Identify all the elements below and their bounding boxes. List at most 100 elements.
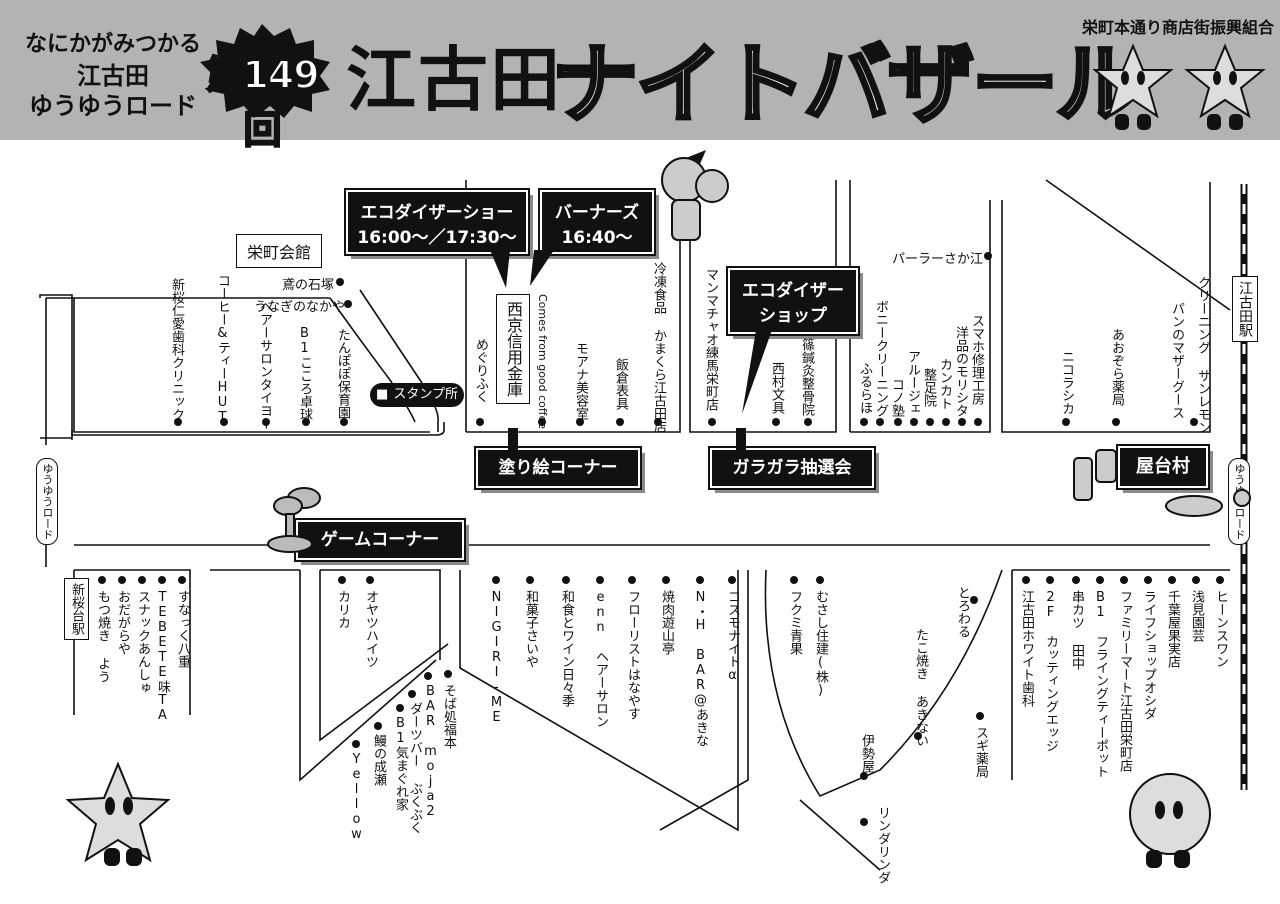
shop-marker xyxy=(1096,576,1104,584)
station-ekoda: 江古田駅 xyxy=(1232,276,1258,342)
ring-toss-icon xyxy=(267,487,321,553)
shop-marker xyxy=(910,418,918,426)
shop-label: B1こころ卓球 xyxy=(297,326,312,421)
shop-label: N・H BAR@あきな xyxy=(693,590,708,747)
shop-label: 鰻の成瀬 xyxy=(371,734,386,786)
shop-marker xyxy=(926,418,934,426)
shop-label: TEBETE味TA xyxy=(155,590,170,723)
shop-label: たこ焼き あきない xyxy=(913,628,928,747)
shop-label: すなっく八重 xyxy=(175,590,190,668)
shop-marker xyxy=(974,418,982,426)
stamp-station: ■ スタンプ所 xyxy=(370,383,464,407)
header-banner: なにかがみつかる 江古田 ゆうゆうロード 第149回 江古田 ナイトバザール 栄… xyxy=(0,0,1280,153)
hall-label: 栄町会館 xyxy=(236,234,323,268)
shop-marker xyxy=(628,576,636,584)
shop-marker xyxy=(790,576,798,584)
shop-label: おだがらや xyxy=(115,590,130,655)
shop-label: NIGIRI-ME xyxy=(489,590,504,725)
station-shinsakuradai: 新桜台駅 xyxy=(64,578,89,640)
shop-marker xyxy=(562,576,570,584)
shop-marker xyxy=(816,576,824,584)
shop-marker xyxy=(344,300,352,308)
tagline: なにかがみつかる xyxy=(24,32,201,57)
shop-label: enn ヘアーサロン xyxy=(593,590,608,728)
shop-marker xyxy=(976,712,984,720)
event-game: ゲームコーナー xyxy=(294,518,466,562)
edition-badge: 第149回 xyxy=(192,22,332,153)
shop-label: クリーニング サンレモン xyxy=(1195,276,1210,434)
shop-label: めぐりふく xyxy=(473,338,488,403)
event-burners: バーナーズ 16:40〜 xyxy=(538,188,656,256)
shop-marker xyxy=(1022,576,1030,584)
callout-pointers xyxy=(490,250,554,288)
event-burners-title: バーナーズ xyxy=(554,203,640,223)
shop-marker xyxy=(876,418,884,426)
shop-marker xyxy=(118,576,126,584)
event-food-village: 屋台村 xyxy=(1116,444,1210,490)
shop-label: B1 フライングティーポット xyxy=(1093,590,1108,778)
shop-label: たんぽぽ保育園 xyxy=(335,328,350,419)
shop-label: ライフショップオシダ xyxy=(1141,590,1156,720)
shop-label: アルージェ xyxy=(905,350,920,415)
shop-label: 浅見園芸 xyxy=(1189,590,1204,642)
shop-marker xyxy=(1192,576,1200,584)
shop-label: 江古田ホワイト歯科 xyxy=(1019,590,1034,707)
eco-shop-pointer xyxy=(742,330,772,414)
shop-marker xyxy=(1120,576,1128,584)
shop-marker xyxy=(772,418,780,426)
shop-marker xyxy=(1168,576,1176,584)
event-eco-shop-line2: ショップ xyxy=(759,306,827,326)
shop-marker xyxy=(340,418,348,426)
shop-label: コスモナイトα xyxy=(725,590,740,683)
shop-label: リンダリンダ xyxy=(875,806,890,884)
shop-label: ふるらほ xyxy=(857,362,872,414)
road-sign-left: ゆうゆうロード xyxy=(36,458,58,545)
round-mascot-right-icon xyxy=(1129,773,1211,868)
page-title: ナイトバザール xyxy=(550,33,1144,137)
shop-label: カリカ xyxy=(335,590,350,629)
organizer: 栄町本通り商店街振興組合 xyxy=(1081,18,1274,37)
shop-marker xyxy=(444,670,452,678)
shop-label: コノ塾 xyxy=(889,378,904,417)
shop-label: ヘアーサロンタイヨー xyxy=(257,300,272,430)
shop-marker xyxy=(1216,576,1224,584)
shop-marker xyxy=(408,690,416,698)
shop-marker xyxy=(178,576,186,584)
shop-label: スナックあんしゅ xyxy=(135,590,150,694)
shop-label: 篠鍼灸整骨院 xyxy=(799,338,814,416)
stamp-icon: ■ xyxy=(376,387,389,402)
shop-label: ファミリーマート江古田栄町店 xyxy=(1117,590,1132,772)
shop-label: カンカト xyxy=(937,358,952,410)
shop-marker xyxy=(526,576,534,584)
shop-label: 2F カッティングエッジ xyxy=(1043,590,1058,752)
coloring-pointer xyxy=(508,428,518,450)
shop-label: 焼肉遊山亭 xyxy=(659,590,674,655)
shop-label: 西村文具 xyxy=(769,362,784,414)
shop-marker xyxy=(302,418,310,426)
shop-marker xyxy=(262,418,270,426)
shop-marker xyxy=(220,418,228,426)
shop-label: ニコラシカ xyxy=(1059,350,1074,415)
event-lottery: ガラガラ抽選会 xyxy=(708,446,876,490)
shop-marker xyxy=(396,704,404,712)
shop-marker xyxy=(894,418,902,426)
shop-marker xyxy=(338,576,346,584)
shop-marker xyxy=(336,278,344,286)
shop-label: マンマチャオ練馬栄町店 xyxy=(703,268,718,411)
shop-marker xyxy=(860,818,868,826)
shop-label: 飯倉表具 xyxy=(613,358,628,410)
shop-label: そば処福本 xyxy=(441,684,456,749)
stamp-station-label: スタンプ所 xyxy=(393,387,458,402)
shop-label: ダーツバー ぶくぶく xyxy=(407,702,422,834)
burst-icon xyxy=(200,24,330,118)
title-place: 江古田 xyxy=(346,39,562,121)
shop-label: もつ焼き よう xyxy=(95,590,110,683)
shop-marker xyxy=(654,418,662,426)
shop-marker xyxy=(538,418,546,426)
shop-marker xyxy=(1062,418,1070,426)
shop-marker xyxy=(860,772,868,780)
shop-label: オヤツハイツ xyxy=(363,590,378,668)
shop-marker xyxy=(942,418,950,426)
event-coloring: 塗り絵コーナー xyxy=(474,446,642,490)
shop-marker xyxy=(476,418,484,426)
